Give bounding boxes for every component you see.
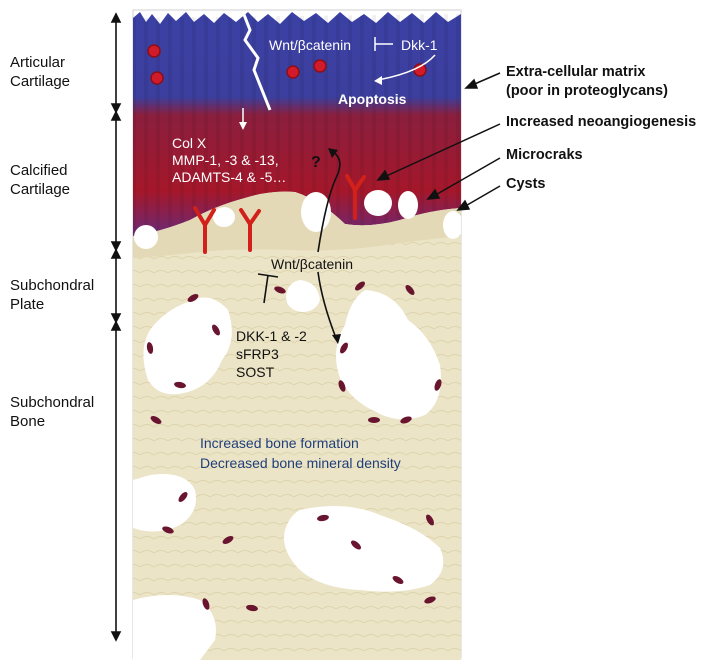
cyst — [398, 191, 418, 219]
text-adamts: ADAMTS-4 & -5… — [172, 169, 287, 185]
label-plate-line2: Plate — [10, 296, 45, 313]
cyst — [301, 192, 331, 232]
callout-microcraks: Microcraks — [506, 147, 583, 163]
text-wnt-top: Wnt/βcatenin — [269, 37, 351, 53]
label-calcified-cartilage: Calcified Cartilage — [10, 161, 70, 199]
text-sost: SOST — [236, 364, 275, 380]
label-articular-cartilage: Articular Cartilage — [10, 53, 70, 91]
callout-neoangiogenesis: Increased neoangiogenesis — [506, 114, 697, 130]
marrow-spaces — [133, 280, 444, 660]
callout-ecm-line2: (poor in proteoglycans) — [506, 83, 668, 99]
label-plate-line1: Subchondral — [10, 277, 95, 294]
cyst — [443, 211, 461, 239]
text-wnt-mid: Wnt/βcatenin — [271, 256, 353, 272]
text-apoptosis: Apoptosis — [338, 91, 407, 107]
layer-scale — [110, 12, 122, 642]
cyst — [213, 207, 235, 227]
label-articular-line1: Articular — [10, 54, 66, 71]
text-mmp: MMP-1, -3 & -13, — [172, 152, 279, 168]
text-sfrp3: sFRP3 — [236, 346, 279, 362]
wnt-inhibition-top — [374, 37, 436, 81]
label-subchondral-bone: Subchondral Bone — [10, 393, 94, 431]
text-dkk1: Dkk-1 — [401, 37, 438, 53]
callout-ecm: Extra-cellular matrix (poor in proteogly… — [506, 63, 668, 101]
cyst — [364, 190, 392, 216]
callout-arrows — [376, 72, 501, 211]
chondrocytes — [147, 44, 427, 85]
cyst — [134, 225, 158, 249]
text-question-mark: ? — [311, 154, 321, 171]
label-subchondral-plate: Subchondral Plate — [10, 276, 94, 314]
text-dkk12: DKK-1 & -2 — [236, 328, 307, 344]
wnt-pathway-arrows — [257, 149, 341, 339]
label-articular-line2: Cartilage — [10, 73, 71, 90]
microcrack — [241, 11, 272, 111]
label-bone-line2: Bone — [10, 413, 46, 430]
callout-ecm-line1: Extra-cellular matrix — [506, 64, 646, 80]
label-calcified-line1: Calcified — [10, 162, 68, 179]
label-bone-line1: Subchondral — [10, 394, 95, 411]
text-col-x: Col X — [172, 135, 207, 151]
label-calcified-line2: Cartilage — [10, 181, 71, 198]
osteocytes — [146, 281, 442, 612]
callout-cysts: Cysts — [506, 176, 546, 192]
text-bone-density: Decreased bone mineral density — [200, 455, 401, 471]
blood-vessels — [193, 174, 366, 254]
text-bone-formation: Increased bone formation — [200, 435, 359, 451]
